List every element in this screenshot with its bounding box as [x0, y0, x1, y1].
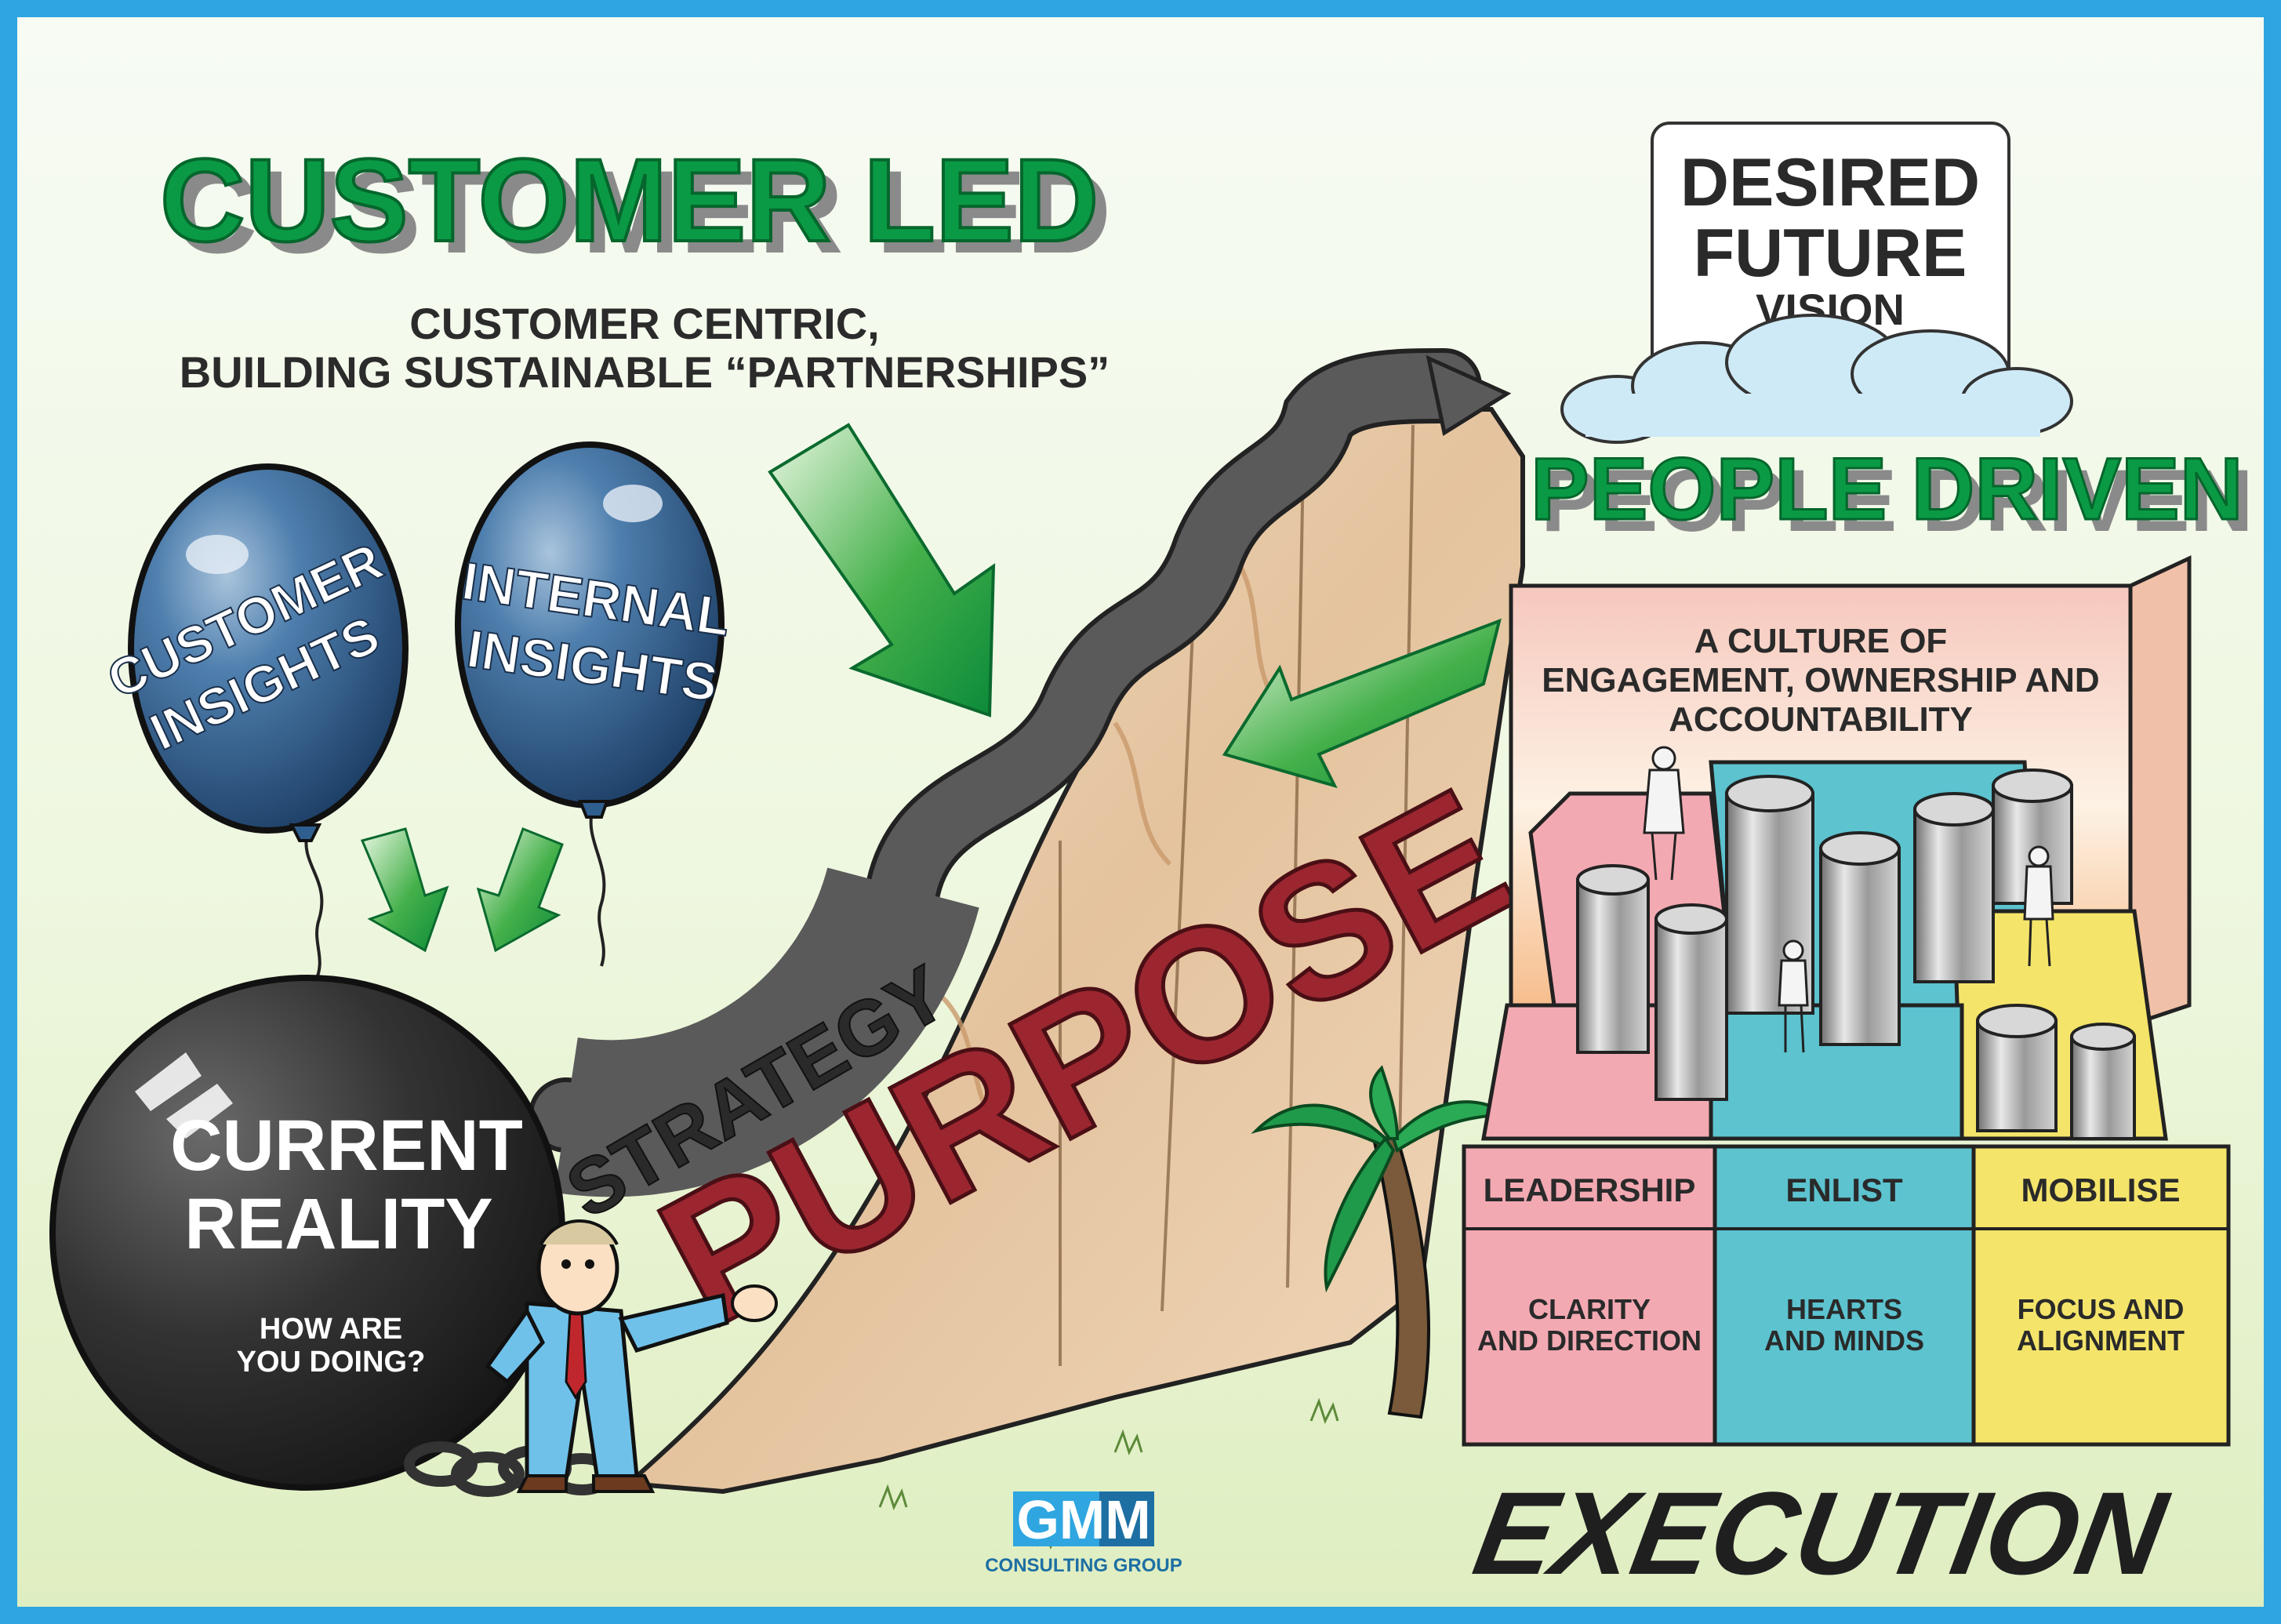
pillar-leadership-label: LEADERSHIP: [1484, 1172, 1696, 1208]
customer-led-title: CUSTOMER LED CUSTOMER LED: [158, 133, 1111, 278]
palm-tree: [1251, 1065, 1513, 1419]
people-driven-shadow: PEOPLE DRIVEN: [1541, 452, 2254, 550]
pillar-leadership: LEADERSHIP CLARITY AND DIRECTION: [1462, 1144, 1717, 1447]
pillar-enlist-desc-1: HEARTS: [1786, 1293, 1902, 1325]
culture-line-2: ENGAGEMENT, OWNERSHIP AND: [1542, 661, 2099, 699]
subtitle-line-2: BUILDING SUSTAINABLE “PARTNERSHIPS”: [180, 347, 1110, 397]
pillar-enlist-label: ENLIST: [1785, 1172, 1903, 1208]
people-driven-title: PEOPLE DRIVEN PEOPLE DRIVEN: [1530, 439, 2254, 550]
gmm-logo: GMM CONSULTING GROUP: [985, 1489, 1182, 1576]
pillar-enlist: ENLIST HEARTS AND MINDS: [1713, 1144, 1976, 1447]
gmm-logo-letters: GMM: [1016, 1489, 1150, 1550]
road-arrowhead: [1426, 354, 1512, 437]
current-reality-question-2: YOU DOING?: [237, 1346, 426, 1379]
execution-label: EXECUTION: [1466, 1468, 2177, 1600]
vision-clouds: [1560, 314, 2073, 444]
culture-line-1: A CULTURE OF: [1694, 622, 1948, 660]
current-reality-ball: CURRENT REALITY HOW ARE YOU DOING?: [49, 975, 565, 1491]
current-reality-question-1: HOW ARE: [260, 1313, 402, 1346]
people-driven-arrow: [1222, 618, 1502, 789]
board-figures: [1643, 746, 2054, 1053]
people-driven-text: PEOPLE DRIVEN: [1531, 440, 2243, 538]
vision-line-1: DESIRED: [1680, 145, 1980, 220]
pillar-mobilise: MOBILISE FOCUS AND ALIGNMENT: [1971, 1144, 2231, 1447]
pillar-mobilise-label: MOBILISE: [2021, 1172, 2180, 1208]
diagram-canvas: CUSTOMER LED CUSTOMER LED CUSTOMER CENTR…: [49, 122, 2254, 1600]
businessman-figure: [485, 1219, 778, 1493]
customer-led-arrow: [768, 423, 996, 718]
puzzle-cylinders: [1576, 768, 2136, 1140]
pillar-leadership-desc-1: CLARITY: [1528, 1293, 1651, 1325]
pillar-mobilise-desc-1: FOCUS AND: [2018, 1293, 2185, 1325]
gmm-logo-tagline: CONSULTING GROUP: [985, 1555, 1182, 1576]
culture-line-3: ACCOUNTABILITY: [1669, 700, 1973, 739]
balloon-internal-insights: INTERNAL INSIGHTS: [455, 441, 735, 967]
customer-led-text: CUSTOMER LED: [160, 134, 1099, 266]
strategy-road-wide: [554, 866, 979, 1197]
poster-frame: CUSTOMER LED CUSTOMER LED CUSTOMER CENTR…: [17, 17, 2264, 1607]
subtitle-line-1: CUSTOMER CENTRIC,: [409, 299, 879, 348]
balloon-customer-insights: CUSTOMER INSIGHTS: [98, 463, 409, 983]
current-reality-line-1: CURRENT: [170, 1106, 523, 1186]
current-reality-line-2: REALITY: [184, 1184, 493, 1264]
insight-arrow-left: [360, 827, 449, 953]
vision-line-2: FUTURE: [1694, 216, 1967, 291]
customer-led-shadow: CUSTOMER LED: [173, 146, 1111, 278]
insight-arrow-right: [476, 827, 564, 953]
pillar-leadership-desc-2: AND DIRECTION: [1477, 1324, 1702, 1357]
pillar-mobilise-desc-2: ALIGNMENT: [2017, 1324, 2185, 1357]
pillar-enlist-desc-2: AND MINDS: [1764, 1324, 1924, 1357]
vision-sign: DESIRED FUTURE VISION: [1651, 122, 2010, 395]
